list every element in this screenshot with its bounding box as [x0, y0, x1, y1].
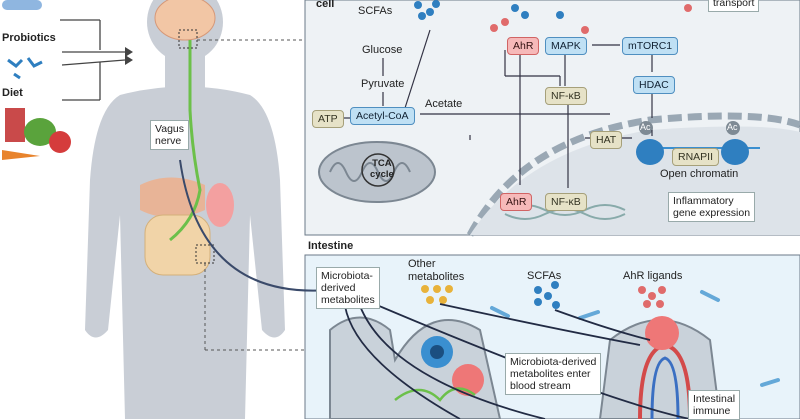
rnapii-node: RNAPII — [672, 148, 720, 166]
vagus-nerve-label: Vagus nerve — [150, 120, 189, 150]
mtorc1-node: mTORC1 — [622, 37, 679, 55]
can-icon — [5, 108, 25, 142]
brain-shape — [154, 0, 216, 41]
enter-blood-label: Microbiota-derived metabolites enter blo… — [505, 353, 602, 395]
acetyl-coa-node: Acetyl-CoA — [350, 107, 415, 125]
intestinal-immune-label: Intestinal immune — [688, 390, 741, 420]
intestine-title: Intestine — [308, 240, 354, 252]
open-chromatin-label: Open chromatin — [660, 168, 739, 180]
probiotics-label: Probiotics — [2, 32, 56, 44]
microbiota-derived-label: Microbiota- derived metabolites — [316, 267, 380, 309]
glucose-label: Glucose — [362, 44, 403, 56]
organs — [140, 177, 234, 276]
ahr-ligands-label: AhR ligands — [623, 270, 683, 282]
ac-label-1: Ac — [640, 122, 651, 132]
carrot-icon — [2, 150, 40, 160]
cell-title: cell — [316, 0, 335, 10]
nfkb-node-top: NF-κB — [545, 87, 587, 105]
immune-cell-red-2 — [645, 316, 679, 350]
vagus-nerve-line — [169, 40, 202, 242]
transport-label: transport — [708, 0, 760, 12]
hat-node: HAT — [590, 131, 623, 149]
lettuce-icon — [24, 118, 56, 146]
other-metabolites-label: Other metabolites — [408, 258, 465, 283]
acetate-label: Acetate — [425, 98, 463, 110]
ahr-node-bottom: AhR — [500, 193, 533, 211]
tca-cycle-label: TCA cycle — [370, 158, 394, 180]
capsule-icon — [2, 0, 42, 10]
mapk-node: MAPK — [545, 37, 587, 55]
cell-scfas-label: SCFAs — [358, 5, 393, 17]
inflammatory-gene-label: Inflammatory gene expression — [668, 192, 756, 222]
nfkb-node-bottom: NF-κB — [545, 193, 587, 211]
atp-node: ATP — [312, 110, 344, 128]
pyruvate-label: Pyruvate — [361, 78, 405, 90]
probiotics-icon — [7, 57, 43, 80]
diet-label: Diet — [2, 87, 23, 99]
hdac-node: HDAC — [633, 76, 675, 94]
ahr-node-top: AhR — [507, 37, 540, 55]
intestine-scfas-label: SCFAs — [527, 270, 562, 282]
apple-icon — [49, 131, 71, 153]
ac-label-2: Ac — [727, 122, 738, 132]
